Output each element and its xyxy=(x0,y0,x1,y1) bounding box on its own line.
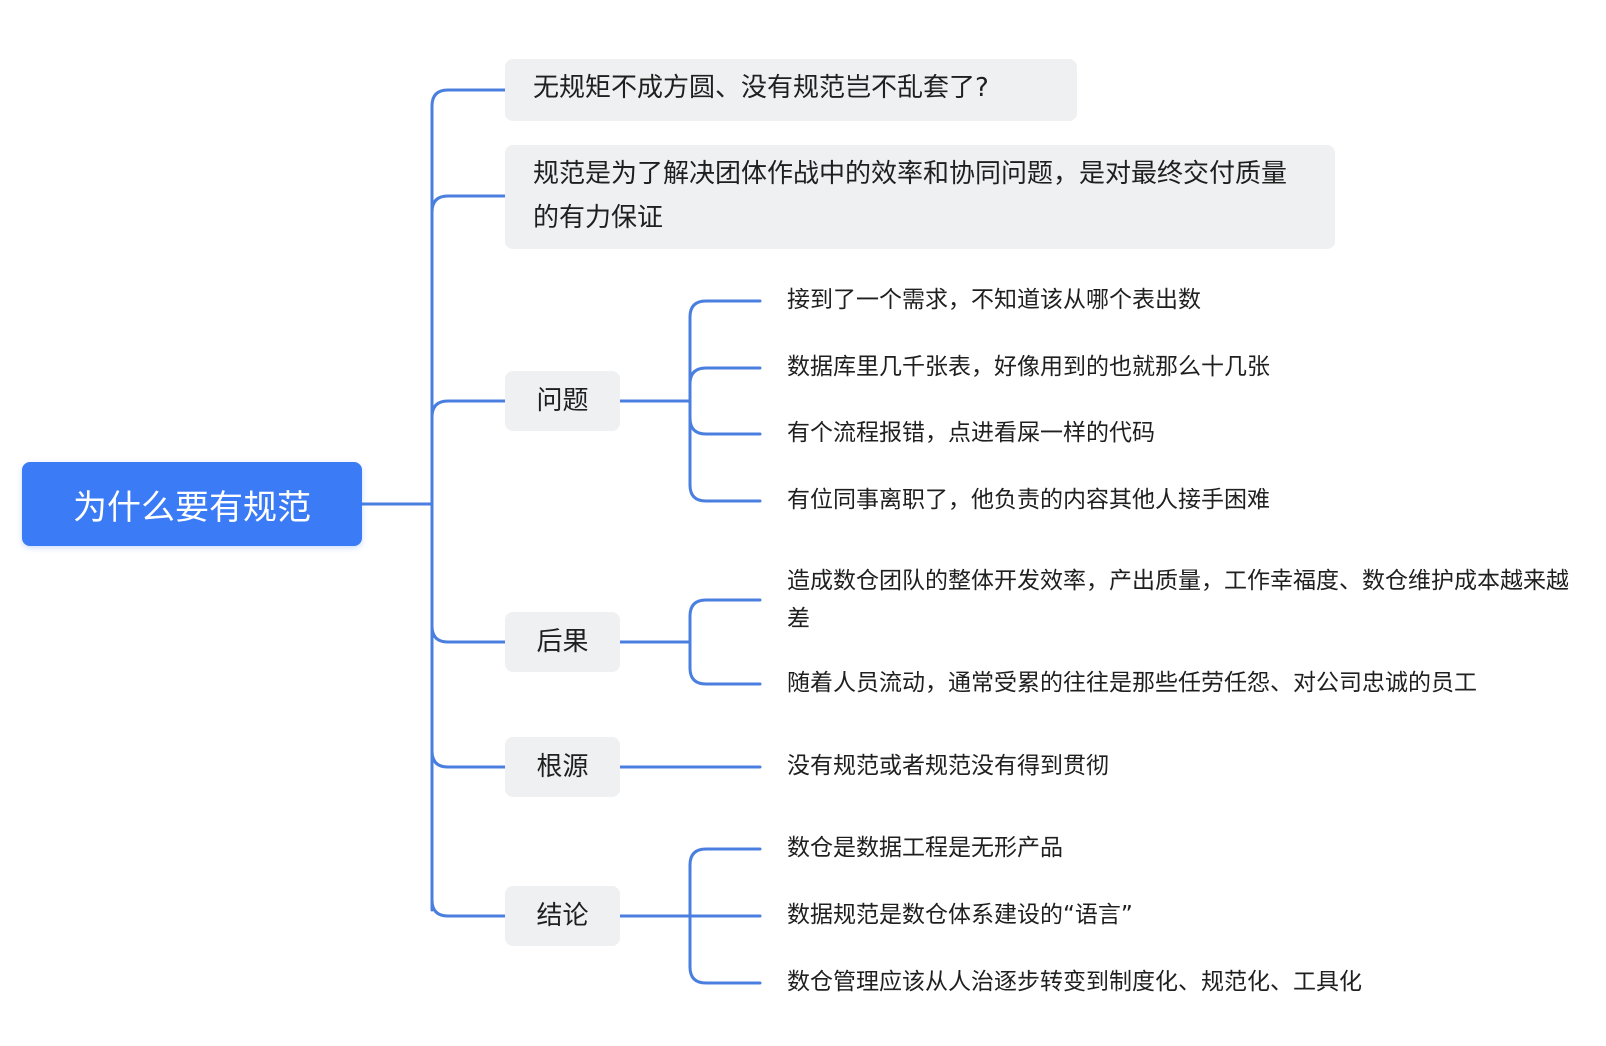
leaf-conclusion-3[interactable]: 数仓管理应该从人治逐步转变到制度化、规范化、工具化 xyxy=(787,963,1362,1001)
leaf-problem-4[interactable]: 有位同事离职了，他负责的内容其他人接手困难 xyxy=(787,481,1270,519)
leaf-label: 随着人员流动，通常受累的往往是那些任劳任怨、对公司忠诚的员工 xyxy=(787,670,1477,696)
connector-conclusion xyxy=(430,898,507,918)
branch-label: 结论 xyxy=(536,901,589,931)
connector-b1 xyxy=(430,88,507,108)
connector-conclusion-3 xyxy=(688,965,762,985)
root-node[interactable]: 为什么要有规范 xyxy=(22,462,362,546)
leaf-label: 数据库里几千张表，好像用到的也就那么十几张 xyxy=(787,354,1270,380)
leaf-label: 没有规范或者规范没有得到贯彻 xyxy=(787,753,1109,779)
connector-problems-1 xyxy=(688,299,762,319)
branch-node-problems[interactable]: 问题 xyxy=(505,371,620,431)
connector-root-cause xyxy=(430,749,507,769)
branch-label: 根源 xyxy=(536,752,589,782)
connector-problems-4 xyxy=(688,483,762,503)
root-label: 为什么要有规范 xyxy=(73,487,311,528)
leaf-label: 造成数仓团队的整体开发效率，产出质量，工作幸福度、数仓维护成本越来越差 xyxy=(787,568,1569,632)
leaf-problem-1[interactable]: 接到了一个需求，不知道该从哪个表出数 xyxy=(787,281,1201,319)
branch-node-conclusion[interactable]: 结论 xyxy=(505,886,620,946)
connector-consequences-2 xyxy=(688,666,762,686)
leaf-label: 数仓是数据工程是无形产品 xyxy=(787,835,1063,861)
branch-label: 无规矩不成方圆、没有规范岂不乱套了? xyxy=(533,73,989,103)
branch-node-purpose[interactable]: 规范是为了解决团体作战中的效率和协同问题，是对最终交付质量的有力保证 xyxy=(505,145,1335,249)
leaf-problem-2[interactable]: 数据库里几千张表，好像用到的也就那么十几张 xyxy=(787,348,1270,386)
leaf-label: 接到了一个需求，不知道该从哪个表出数 xyxy=(787,287,1201,313)
leaf-consequence-1[interactable]: 造成数仓团队的整体开发效率，产出质量，工作幸福度、数仓维护成本越来越差 xyxy=(787,562,1577,638)
branch-label: 后果 xyxy=(536,627,589,657)
leaf-label: 数仓管理应该从人治逐步转变到制度化、规范化、工具化 xyxy=(787,969,1362,995)
branch-label: 规范是为了解决团体作战中的效率和协同问题，是对最终交付质量的有力保证 xyxy=(533,159,1288,233)
connector-b2 xyxy=(430,194,507,214)
connector-problems xyxy=(430,399,507,419)
leaf-consequence-2[interactable]: 随着人员流动，通常受累的往往是那些任劳任怨、对公司忠诚的员工 xyxy=(787,664,1477,702)
leaf-label: 数据规范是数仓体系建设的“语言” xyxy=(787,902,1133,928)
connector-conclusion-1 xyxy=(688,847,762,867)
leaf-label: 有个流程报错，点进看屎一样的代码 xyxy=(787,420,1155,446)
leaf-root-cause-1[interactable]: 没有规范或者规范没有得到贯彻 xyxy=(787,747,1109,785)
leaf-conclusion-2[interactable]: 数据规范是数仓体系建设的“语言” xyxy=(787,896,1133,934)
connector-consequences-1 xyxy=(688,598,762,618)
connector-problems-3 xyxy=(688,416,762,436)
branch-node-rules[interactable]: 无规矩不成方圆、没有规范岂不乱套了? xyxy=(505,59,1077,121)
connector-consequences xyxy=(430,624,507,644)
branch-node-root-cause[interactable]: 根源 xyxy=(505,737,620,797)
connector-problems-2 xyxy=(688,366,762,386)
leaf-problem-3[interactable]: 有个流程报错，点进看屎一样的代码 xyxy=(787,414,1155,452)
branch-node-consequences[interactable]: 后果 xyxy=(505,612,620,672)
leaf-label: 有位同事离职了，他负责的内容其他人接手困难 xyxy=(787,487,1270,513)
branch-label: 问题 xyxy=(536,386,589,416)
leaf-conclusion-1[interactable]: 数仓是数据工程是无形产品 xyxy=(787,829,1063,867)
